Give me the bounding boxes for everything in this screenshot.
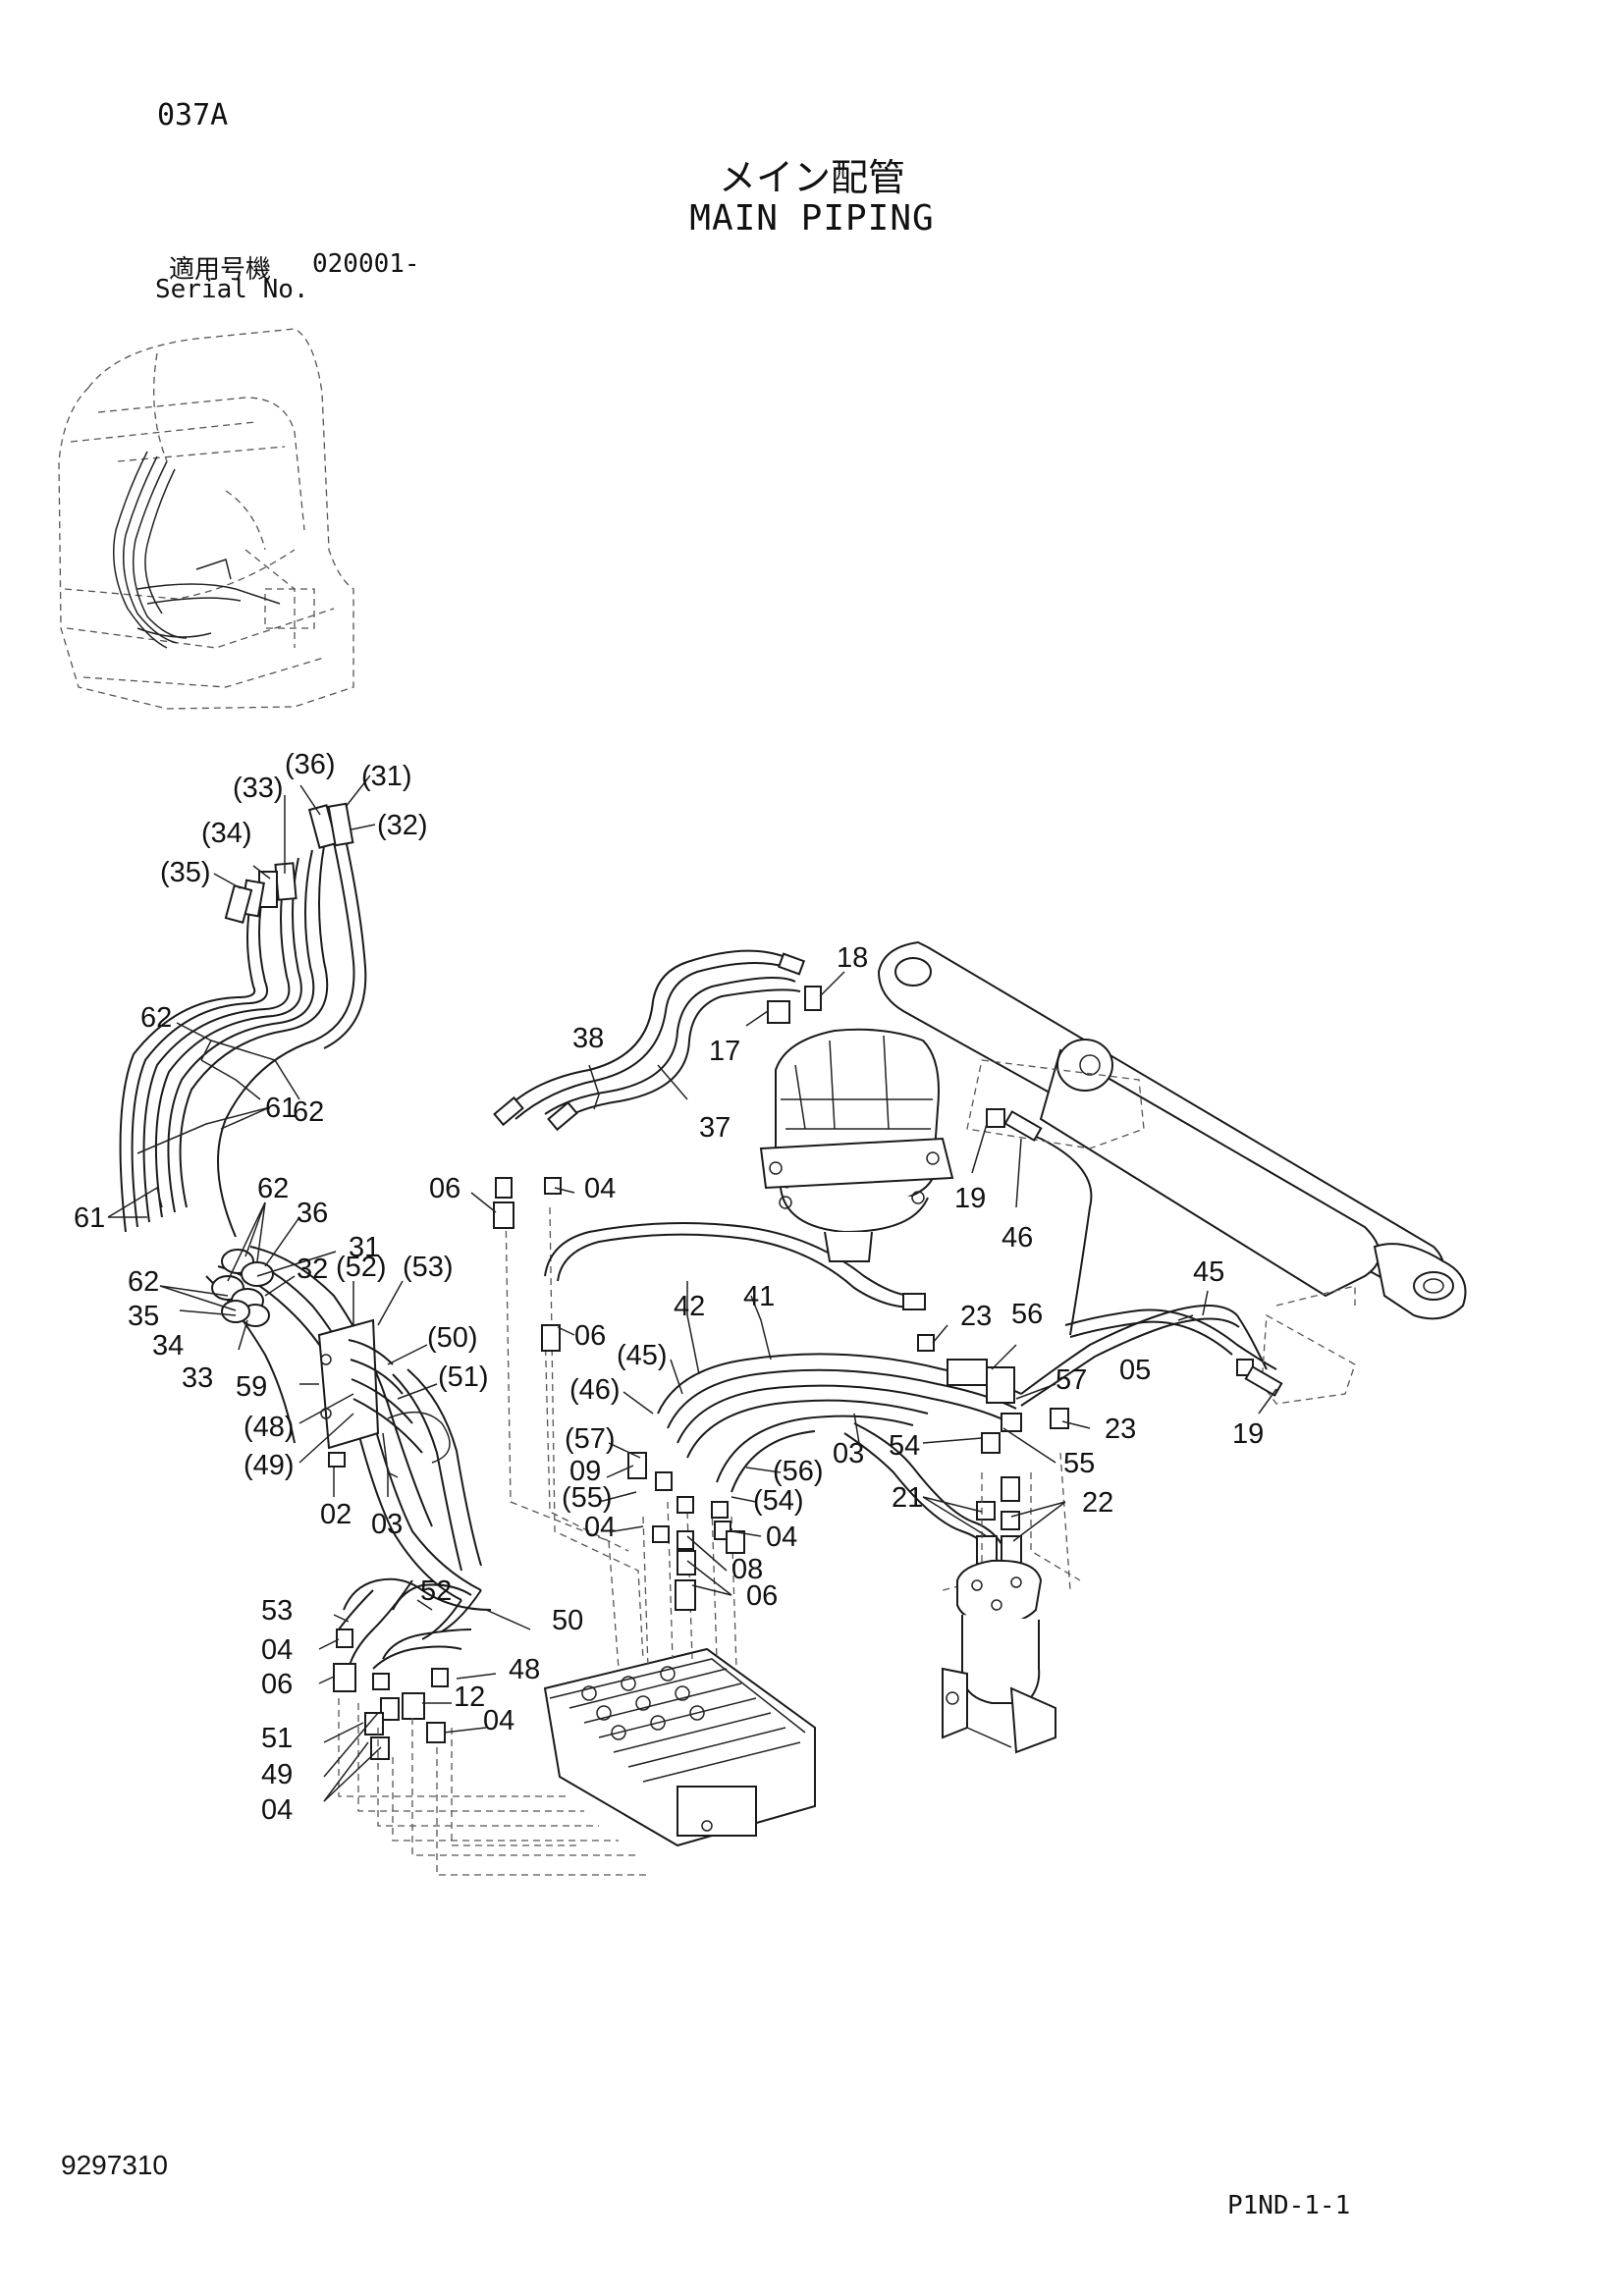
callout-label: 41 <box>743 1281 775 1312</box>
callout-label: 59 <box>236 1371 267 1403</box>
callout-label: 34 <box>152 1330 184 1362</box>
serial-label-english: Serial No. <box>155 275 309 304</box>
callout-label: 09 <box>569 1456 601 1487</box>
callout-labels: (36) (31) (33) (32) (34) (35) 62 62 61 6… <box>74 749 1264 1826</box>
callout-label: (31) <box>361 761 412 792</box>
callout-label: (34) <box>201 818 252 849</box>
center-joint <box>942 1559 1056 1754</box>
callout-label: (32) <box>377 810 428 841</box>
callout-label: 23 <box>960 1301 992 1332</box>
callout-label: 54 <box>889 1430 920 1462</box>
callout-label: 62 <box>257 1173 289 1204</box>
hose-42 <box>544 1222 926 1310</box>
fittings-19-46 <box>986 1108 1283 1397</box>
callout-label: (33) <box>233 773 284 804</box>
callout-label: 21 <box>892 1482 923 1514</box>
callout-label: 33 <box>182 1362 213 1394</box>
callout-label: (50) <box>427 1322 478 1354</box>
callout-label: (56) <box>773 1456 824 1487</box>
callout-label: (52) <box>336 1252 387 1283</box>
callout-label: 57 <box>1056 1364 1087 1396</box>
callout-label: 23 <box>1105 1414 1136 1445</box>
middle-fittings <box>493 1177 745 1611</box>
title-english: MAIN PIPING <box>689 198 935 239</box>
callout-label: 53 <box>261 1595 293 1627</box>
callout-label: 50 <box>552 1605 583 1636</box>
lower-left-fittings <box>333 1577 492 1760</box>
hose-45 <box>1064 1308 1277 1370</box>
callout-label: 18 <box>837 942 868 974</box>
callout-label: 04 <box>766 1522 797 1553</box>
callout-label: 52 <box>420 1575 452 1607</box>
callout-label: 36 <box>297 1198 328 1229</box>
callout-label: (49) <box>244 1450 295 1481</box>
serial-number: 020001- <box>312 249 420 279</box>
callout-label: 61 <box>74 1202 105 1234</box>
callout-label: 05 <box>1119 1355 1151 1386</box>
callout-label: 62 <box>128 1266 159 1298</box>
callout-label: (51) <box>438 1362 489 1393</box>
callout-label: 03 <box>833 1438 864 1469</box>
callout-label: 04 <box>584 1512 616 1543</box>
callout-label: 04 <box>261 1794 293 1826</box>
callout-label: 19 <box>1232 1418 1264 1450</box>
callout-label: 51 <box>261 1723 293 1754</box>
callout-label: 02 <box>320 1499 352 1530</box>
callout-label: 48 <box>509 1654 540 1685</box>
hoses-41-45 <box>657 1126 1268 1572</box>
callout-label: 04 <box>261 1634 293 1666</box>
callout-label: 03 <box>371 1509 403 1540</box>
callout-label: 04 <box>584 1173 616 1204</box>
serial-label-japanese: 適用号機 <box>169 255 272 285</box>
callout-label: (57) <box>565 1423 616 1455</box>
callout-label: 45 <box>1193 1256 1224 1288</box>
callout-label: 32 <box>297 1254 328 1285</box>
callout-label: (54) <box>753 1485 804 1517</box>
callout-label: 06 <box>746 1580 778 1612</box>
callout-label: 42 <box>674 1291 705 1322</box>
callout-label: 38 <box>572 1023 604 1054</box>
swing-motor <box>759 986 954 1262</box>
document-number: 9297310 <box>61 2150 169 2180</box>
callout-label: 37 <box>699 1112 731 1144</box>
callout-label: (36) <box>285 749 336 780</box>
bracket-59 <box>317 1318 451 1478</box>
machine-locator-thumbnail <box>58 328 354 710</box>
callout-label: 06 <box>261 1669 293 1700</box>
callout-label: 61 <box>265 1093 297 1124</box>
hoses-37-38 <box>493 949 806 1132</box>
callout-label: 06 <box>429 1173 460 1204</box>
title-japanese: メイン配管 <box>718 156 905 199</box>
callout-label: 62 <box>140 1002 172 1034</box>
callout-label: 12 <box>454 1682 485 1713</box>
callout-label: 17 <box>709 1036 740 1067</box>
callout-label: (46) <box>569 1374 621 1406</box>
callout-label: (35) <box>160 857 211 888</box>
callout-label: (55) <box>562 1482 613 1514</box>
callout-label: 62 <box>293 1096 324 1128</box>
sheet-id: P1ND-1-1 <box>1227 2191 1351 2220</box>
callout-label: (45) <box>617 1340 668 1371</box>
leader-lines <box>107 774 1277 1802</box>
callout-label: 19 <box>954 1183 986 1214</box>
callout-label: 04 <box>483 1705 514 1736</box>
callout-label: (48) <box>244 1412 295 1443</box>
page-code: 037A <box>157 98 229 133</box>
control-valve <box>543 1647 816 1847</box>
callout-label: 56 <box>1011 1299 1043 1330</box>
callout-label: 55 <box>1063 1448 1095 1479</box>
callout-label: 08 <box>731 1554 763 1585</box>
callout-label: 35 <box>128 1301 159 1332</box>
callout-label: 46 <box>1001 1222 1033 1254</box>
callout-label: 49 <box>261 1759 293 1790</box>
callout-label: (53) <box>403 1252 454 1283</box>
callout-label: 31 <box>349 1232 380 1263</box>
callout-label: 06 <box>574 1320 606 1352</box>
callout-label: 22 <box>1082 1487 1113 1519</box>
boom-cylinder <box>877 940 1467 1320</box>
left-bundle-top-fittings <box>224 802 354 924</box>
